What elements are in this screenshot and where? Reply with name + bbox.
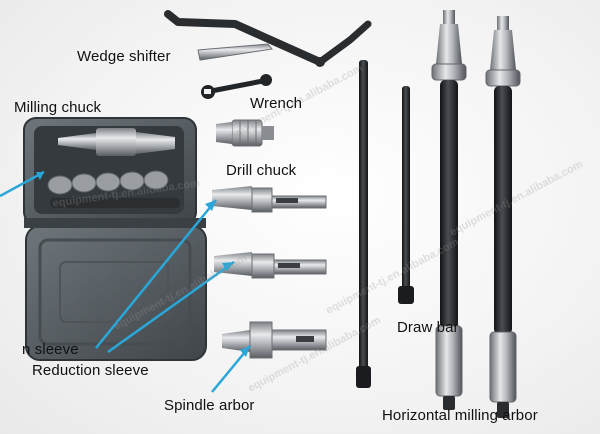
pointer-arrows (0, 170, 251, 393)
arrow-reduction-sleeve-1 (95, 199, 217, 349)
label-sleeve-fragment: n sleeve (22, 341, 79, 358)
draw-bar-long (356, 60, 371, 388)
arrow-reduction-sleeve-2 (107, 260, 235, 354)
label-wedge-shifter: Wedge shifter (77, 48, 171, 65)
wrench (201, 74, 272, 99)
spindle-arbor-part (222, 321, 327, 359)
arrow-milling-chuck (0, 170, 45, 198)
reduction-sleeve-1 (212, 186, 327, 213)
draw-bar (398, 86, 414, 304)
label-reduction-sleeve: Reduction sleeve (32, 362, 149, 379)
label-draw-bar: Draw bar (397, 319, 459, 336)
crank-handle (164, 10, 372, 67)
label-spindle-arbor: Spindle arbor (164, 397, 255, 414)
milling-chuck (47, 128, 180, 208)
label-drill-chuck: Drill chuck (226, 162, 297, 179)
label-horizontal-milling-arbor: Horizontal milling arbor (382, 407, 538, 424)
label-wrench: Wrench (250, 95, 303, 112)
wedge-shifter (197, 43, 273, 61)
drill-chuck (216, 119, 274, 147)
horizontal-milling-arbor-2 (485, 16, 521, 418)
horizontal-milling-arbor-1 (431, 10, 467, 410)
label-milling-chuck: Milling chuck (14, 99, 102, 116)
